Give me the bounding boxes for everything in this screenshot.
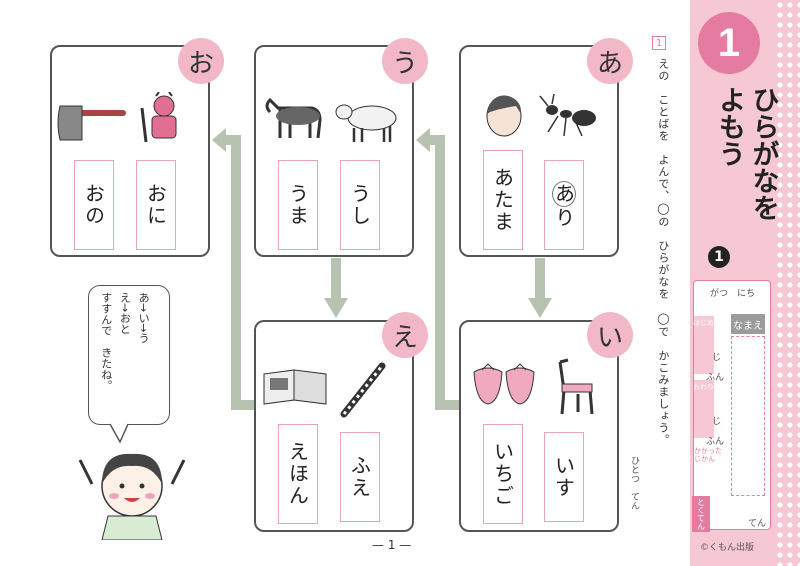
score-label: とくてん — [692, 496, 710, 532]
end-time-col — [694, 380, 714, 438]
instruction-main: えの ことばを よんで、◯の ひらがなを ◯で かこみましょう。 — [656, 58, 670, 446]
picture-book-picture — [263, 369, 327, 405]
question-number: 1 — [652, 36, 666, 50]
head-picture — [486, 95, 522, 137]
dot-pattern — [775, 0, 800, 566]
word-box-uma[interactable]: うま — [278, 160, 318, 250]
boy-illustration — [78, 453, 186, 540]
flow-arrows — [212, 128, 552, 410]
strawberry-picture — [473, 363, 535, 405]
bubble-line-2: え→おと — [118, 292, 132, 335]
word-ari-rest: り — [551, 207, 576, 229]
time-taken-label: かかった じかん — [694, 447, 722, 463]
bubble-tail — [109, 423, 129, 444]
word-ehon: えほん — [285, 441, 310, 507]
time-label-m1: ふん — [706, 373, 725, 383]
ogre-picture — [140, 92, 177, 143]
time-label-h2: じ — [712, 417, 722, 427]
page-number: — 1 — — [372, 538, 412, 552]
word-box-fue[interactable]: ふえ — [340, 432, 380, 522]
name-field[interactable] — [731, 336, 765, 496]
copyright: ©くもん出版 — [700, 543, 755, 553]
word-box-ichigo[interactable]: いちご — [483, 424, 523, 524]
recorder-picture — [340, 362, 386, 418]
lesson-title-badge: 1 — [708, 246, 730, 268]
kana-badge-o: お — [178, 38, 224, 84]
instruction-text: えの ことばを よんで、◯の ひらがなを ◯で かこみましょう。 — [652, 58, 673, 538]
word-oni: おに — [143, 183, 168, 227]
scoring-hint-text: ひとつ てん — [629, 456, 639, 510]
word-box-ono[interactable]: おの — [74, 160, 114, 250]
cow-picture — [335, 104, 397, 142]
word-fue: ふえ — [347, 455, 372, 499]
time-label-m2: ふん — [706, 437, 725, 447]
bubble-text: あ→い→う え→おと すすんで きたね。 — [96, 292, 152, 417]
points-label: てん — [748, 519, 767, 529]
lesson-title-line2: よもう — [713, 86, 745, 167]
time-label-h1: じ — [712, 353, 722, 363]
lesson-title: ひらがなを よもう — [712, 86, 780, 221]
axe-picture — [57, 105, 126, 141]
lesson-number: 1 — [698, 12, 760, 74]
word-box-oni[interactable]: おに — [136, 160, 176, 250]
chair-picture — [558, 358, 594, 415]
word-uma: うま — [285, 183, 310, 227]
circled-kana-a[interactable]: あ — [551, 181, 576, 207]
word-box-ehon[interactable]: えほん — [278, 424, 318, 524]
bubble-line-3: すすんで きたね。 — [99, 292, 113, 391]
word-box-atama[interactable]: あたま — [483, 150, 523, 250]
word-ari: あり — [550, 181, 579, 229]
start-label: はじめ — [693, 319, 714, 327]
kana-badge-a: あ — [587, 38, 633, 84]
kana-badge-e: え — [382, 312, 428, 358]
end-label: おわり — [693, 383, 714, 391]
kana-badge-i: い — [587, 312, 633, 358]
word-isu: いす — [551, 455, 576, 499]
bubble-line-1: あ→い→う — [137, 292, 151, 344]
word-atama: あたま — [490, 167, 515, 233]
lesson-title-line1: ひらがなを — [747, 86, 779, 221]
horse-picture — [265, 97, 322, 139]
word-box-isu[interactable]: いす — [544, 432, 584, 522]
speech-bubble — [88, 285, 170, 425]
kana-badge-u: う — [382, 38, 428, 84]
word-ushi: うし — [347, 183, 372, 227]
start-time-col — [694, 316, 714, 374]
word-box-ushi[interactable]: うし — [340, 160, 380, 250]
date-label: がつ にち — [710, 289, 756, 299]
word-ichigo: いちご — [490, 441, 515, 507]
name-label: なまえ — [731, 314, 765, 334]
scoring-hint: ひとつ てん — [628, 456, 641, 510]
word-box-ari[interactable]: あり — [544, 160, 584, 250]
word-ono: おの — [81, 183, 106, 227]
ant-picture — [539, 93, 596, 137]
